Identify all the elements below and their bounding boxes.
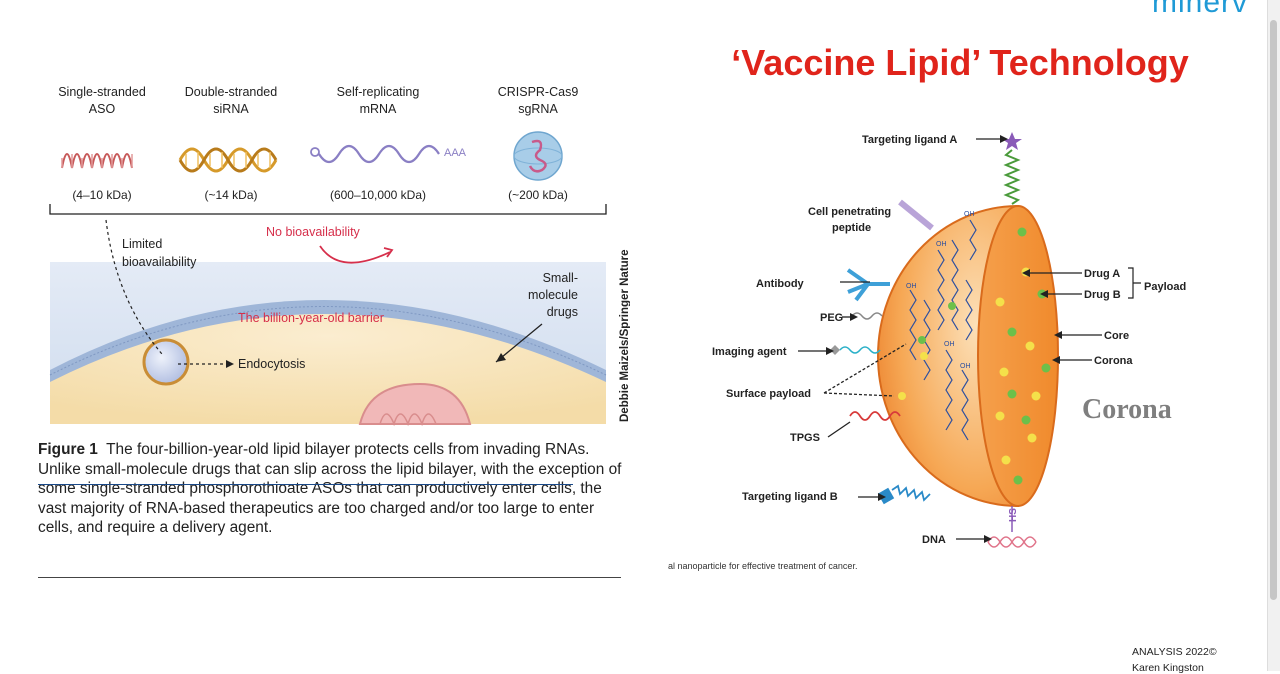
peptide-bar bbox=[898, 199, 934, 231]
mol-1-line1: Single-stranded bbox=[58, 85, 146, 99]
label-cell-pen-1: Cell penetrating bbox=[808, 206, 891, 218]
slide-title: ‘Vaccine Lipid’ Technology bbox=[731, 42, 1189, 83]
drug-b-dots bbox=[918, 227, 1051, 485]
ligand-a-spring bbox=[1003, 149, 1021, 205]
figure-credit: Debbie Maizels/Springer Nature bbox=[619, 249, 630, 422]
mol-2-line1: Double-stranded bbox=[185, 85, 277, 99]
bounce-arrow bbox=[319, 245, 391, 264]
scrollbar-thumb[interactable] bbox=[1270, 20, 1277, 600]
label-surface-payload: Surface payload bbox=[726, 388, 811, 400]
cytoplasm bbox=[50, 314, 606, 424]
label-drug-b: Drug B bbox=[1084, 289, 1121, 301]
oh-label-3: OH bbox=[906, 283, 917, 290]
ligand-b-block-icon bbox=[877, 487, 895, 505]
mol-3-line1: Self-replicating bbox=[337, 85, 420, 99]
brand-logo: minerv bbox=[1151, 0, 1248, 19]
limited-arrow bbox=[105, 219, 163, 355]
label-tpgs: TPGS bbox=[790, 432, 820, 444]
mrna-strand-icon: AAA bbox=[310, 144, 467, 164]
tpgs-chain bbox=[849, 411, 901, 421]
rna-barrier-figure: Single-stranded ASO Double-stranded siRN… bbox=[49, 85, 630, 427]
endocytic-vesicle bbox=[142, 338, 190, 386]
limited-line2: bioavailability bbox=[122, 255, 197, 269]
label-core: Core bbox=[1104, 330, 1129, 342]
mol-1-line2: ASO bbox=[89, 102, 116, 116]
nanoparticle-diagram: OH OH OH OH OH bbox=[712, 132, 1186, 548]
oh-label-1: OH bbox=[936, 241, 947, 248]
label-payload: Payload bbox=[1144, 281, 1186, 293]
antibody-icon bbox=[846, 268, 890, 302]
figure-caption-text: The four-billion-year-old lipid bilayer … bbox=[38, 441, 622, 536]
caption-underline bbox=[38, 484, 573, 485]
mol-2-size: (~14 kDa) bbox=[204, 188, 257, 202]
dna-helix-icon bbox=[987, 536, 1037, 548]
sirna-helix-icon bbox=[178, 147, 278, 173]
mol-3-line2: mRNA bbox=[360, 102, 397, 116]
oh-label-4: OH bbox=[944, 341, 955, 348]
label-cell-pen-2: peptide bbox=[832, 222, 871, 234]
label-imaging: Imaging agent bbox=[712, 346, 787, 358]
small-line1: Small- bbox=[543, 271, 578, 285]
label-peg: PEG bbox=[820, 312, 843, 324]
vertical-scrollbar[interactable] bbox=[1267, 0, 1280, 671]
label-targeting-b: Targeting ligand B bbox=[742, 491, 838, 503]
mol-4-size: (~200 kDa) bbox=[508, 188, 568, 202]
nanoparticle-caption-fragment: al nanoparticle for effective treatment … bbox=[668, 561, 858, 571]
mol-4-line2: sgRNA bbox=[518, 102, 558, 116]
aaa-label: AAA bbox=[444, 147, 467, 159]
label-dna: DNA bbox=[922, 534, 946, 546]
label-targeting-a: Targeting ligand A bbox=[862, 134, 957, 146]
label-drug-a: Drug A bbox=[1084, 268, 1120, 280]
limited-line1: Limited bbox=[122, 237, 162, 251]
caption-bottom-rule bbox=[38, 577, 621, 578]
corona-big-label: Corona bbox=[1082, 394, 1172, 425]
mol-1-size: (4–10 kDa) bbox=[72, 188, 131, 202]
small-molecule-arrow bbox=[495, 323, 543, 363]
barrier-label: The billion-year-old barrier bbox=[238, 311, 384, 325]
no-bioavailability-label: No bioavailability bbox=[266, 225, 361, 239]
small-line3: drugs bbox=[547, 305, 578, 319]
label-antibody: Antibody bbox=[756, 278, 805, 290]
endocytosis-label: Endocytosis bbox=[238, 357, 305, 371]
mol-4-line1: CRISPR-Cas9 bbox=[498, 85, 579, 99]
ligand-a-star-icon bbox=[1002, 132, 1022, 150]
figure-caption: Figure 1 The four-billion-year-old lipid… bbox=[38, 440, 623, 538]
small-line2: molecule bbox=[528, 288, 578, 302]
crispr-sphere-icon bbox=[513, 131, 563, 181]
footer-author: Karen Kingston bbox=[1132, 662, 1204, 674]
imaging-agent-icon bbox=[830, 345, 840, 355]
size-bracket bbox=[49, 204, 607, 215]
mol-2-line2: siRNA bbox=[213, 102, 249, 116]
figure-label: Figure 1 bbox=[38, 441, 98, 458]
footer-analysis: ANALYSIS 2022© bbox=[1132, 646, 1217, 658]
mol-3-size: (600–10,000 kDa) bbox=[330, 188, 426, 202]
hs-label: HS bbox=[1008, 508, 1019, 522]
oh-label-2: OH bbox=[964, 211, 975, 218]
nanoparticle-core-face bbox=[977, 205, 1059, 507]
label-corona: Corona bbox=[1094, 355, 1133, 367]
oh-label-5: OH bbox=[960, 363, 971, 370]
aso-strand-icon bbox=[61, 153, 133, 169]
